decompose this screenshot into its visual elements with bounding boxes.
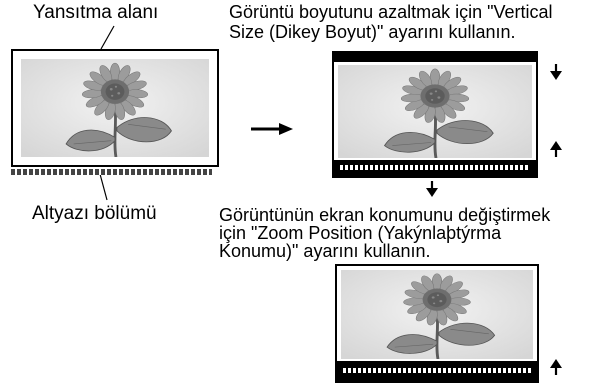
zoom-position-instruction-line1: Görüntünün ekran konumunu değiştirmek — [219, 205, 551, 225]
vertical-size-instruction-line1: Görüntü boyutunu azaltmak için "Vertical — [229, 2, 553, 22]
sunflower-image — [341, 270, 533, 359]
projection-area-label: Yansıtma alanı — [33, 2, 159, 23]
arrow-down-icon — [426, 181, 438, 197]
subtitle-strip — [11, 169, 212, 175]
top-black-bar — [334, 53, 536, 62]
arrow-up-icon — [550, 141, 562, 157]
arrow-up-icon — [550, 359, 562, 375]
sunflower-image — [338, 65, 532, 158]
vertical-size-instruction-line2: Size (Dikey Boyut)" ayarını kullanın. — [229, 22, 516, 42]
zoom-position-screen — [335, 264, 539, 383]
subtitle-strip — [340, 165, 530, 170]
arrow-down-icon — [550, 64, 562, 80]
vertical-size-screen — [332, 51, 538, 178]
original-screen — [11, 49, 219, 167]
bottom-black-bar — [334, 160, 536, 176]
arrow-right-icon — [251, 123, 293, 135]
zoom-position-instruction-line2: için "Zoom Position (Yakýnlaþtýrma — [219, 223, 502, 243]
subtitle-area-label: Altyazı bölümü — [32, 203, 157, 224]
bottom-black-bar — [337, 361, 537, 381]
subtitle-strip — [343, 368, 531, 373]
sunflower-image — [21, 59, 209, 157]
zoom-position-instruction-line3: Konumu)" ayarını kullanın. — [219, 241, 431, 261]
